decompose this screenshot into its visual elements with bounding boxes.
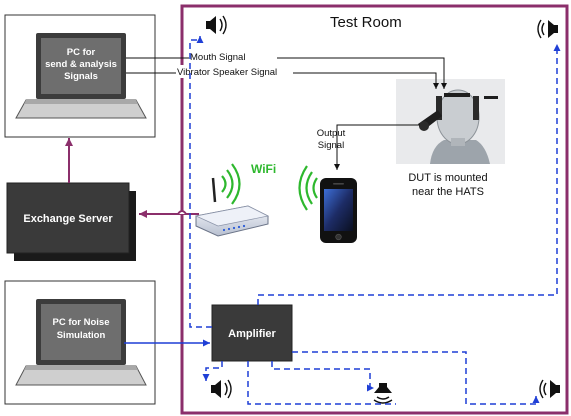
pc-send-label-3: Signals <box>64 71 98 82</box>
dut-label-2: near the HATS <box>412 186 484 198</box>
laptop-noise-simulation: PC for Noise Simulation <box>4 280 156 405</box>
dash-amp-to-bottom-right <box>292 351 540 405</box>
exchange-server-box: Exchange Server <box>6 182 136 261</box>
hats-icon <box>396 79 505 164</box>
purple-arrows <box>65 138 199 218</box>
dash-amp-to-top-right <box>257 44 561 305</box>
wifi-waves-router <box>221 163 241 205</box>
mouth-label-bg <box>189 50 277 63</box>
pc-send-label-2: send & analysis <box>45 59 117 70</box>
dut-label-1: DUT is mounted <box>408 172 487 184</box>
router-icon <box>194 177 270 237</box>
pc-noise-label-1: PC for Noise <box>52 317 109 328</box>
pc-send-label-1: PC for <box>67 47 96 58</box>
vibrator-signal-label: Vibrator Speaker Signal <box>177 67 277 78</box>
exchange-server-label: Exchange Server <box>23 213 113 225</box>
border-crossing <box>177 210 187 215</box>
mouth-signal-label: Mouth Signal <box>190 52 245 63</box>
vibrator-label-bg <box>176 65 293 78</box>
dash-amp-to-bottom-center <box>271 361 374 392</box>
output-signal-label-2: Signal <box>318 140 344 151</box>
test-room-title: Test Room <box>330 14 402 31</box>
dash-amp-to-top-left <box>189 36 212 328</box>
speaker-icon-bottom-center <box>373 383 393 404</box>
wifi-waves-phone <box>298 165 318 211</box>
dashed-speaker-lines <box>189 36 561 405</box>
laptop-send-analysis: PC for send & analysis Signals <box>4 14 156 138</box>
output-signal-line <box>334 124 420 170</box>
laptop-icon <box>15 299 147 386</box>
pc-noise-label-2: Simulation <box>57 330 106 341</box>
test-room-border <box>180 4 569 415</box>
speaker-icon-top-right <box>537 19 558 39</box>
speaker-icon-top-left <box>206 15 227 35</box>
wifi-label: WiFi <box>251 162 276 176</box>
smartphone-icon <box>320 178 357 243</box>
speaker-icon-bottom-right <box>539 379 560 399</box>
dash-amp-to-bottom-left <box>202 361 223 381</box>
amplifier-box: Amplifier <box>211 304 293 362</box>
laptop-icon <box>15 33 147 119</box>
dash-bottom-link <box>247 361 396 405</box>
amplifier-label: Amplifier <box>228 328 276 340</box>
output-signal-label-1: Output <box>317 128 346 139</box>
speaker-icon-bottom-left <box>211 379 232 399</box>
